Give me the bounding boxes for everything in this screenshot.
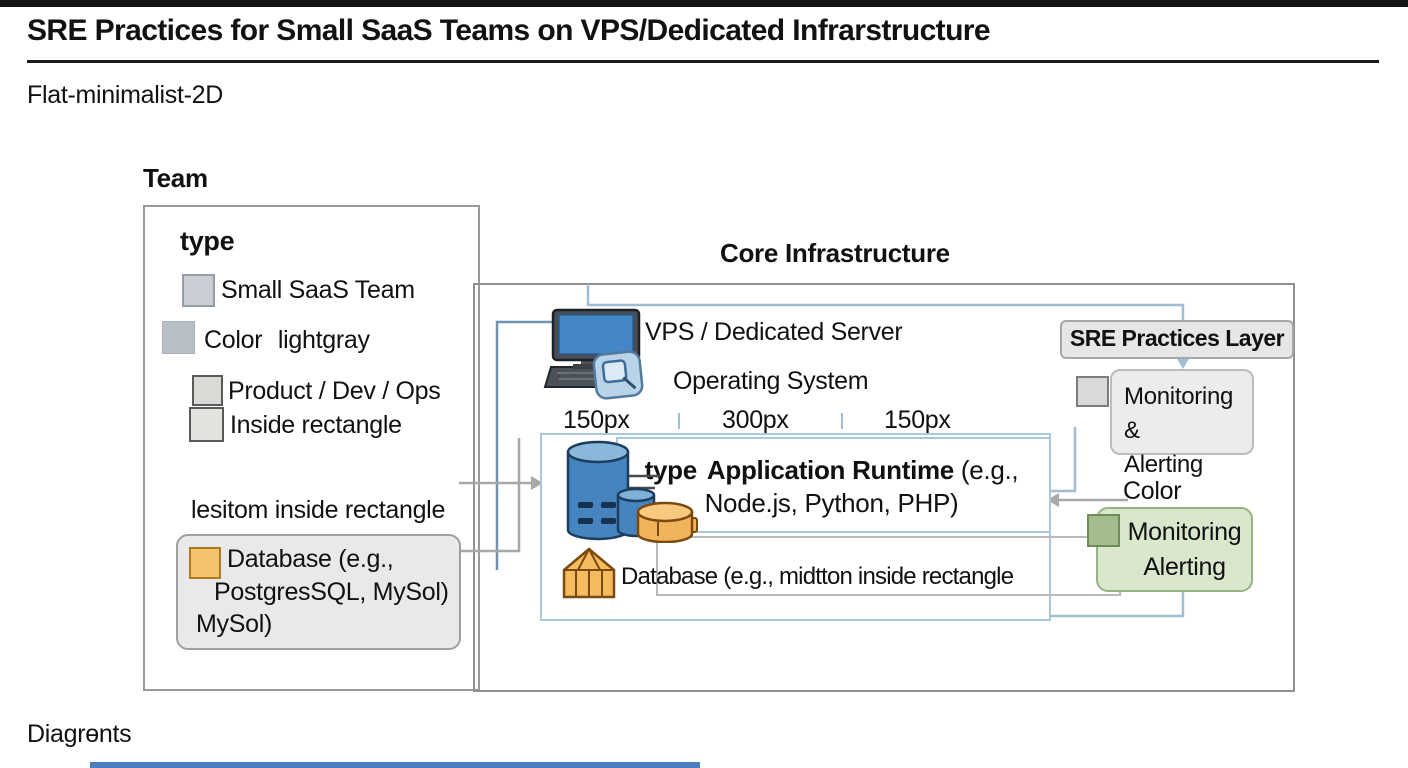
legend-label-inside-rectangle: Inside rectangle — [230, 411, 402, 439]
legend-swatch-small-saas-team — [182, 274, 215, 307]
runtime-name: Application Runtime — [706, 455, 954, 485]
vps-server-label: VPS / Dedicated Server — [645, 318, 903, 346]
storage-basket-icon — [562, 547, 616, 599]
title-divider — [27, 60, 1379, 63]
green-card-line2: Alerting — [1143, 553, 1226, 581]
monitor-screen — [558, 314, 634, 355]
runtime-example-prefix: (e.g., — [960, 455, 1019, 485]
database-swatch — [189, 547, 221, 579]
team-note: lesitom inside rectangle — [191, 496, 446, 524]
green-card-line1: Monitoring — [1127, 518, 1242, 546]
monitoring-alerting-swatch — [1076, 376, 1109, 407]
legend-title: type — [180, 226, 235, 256]
database-cylinders-icon — [566, 440, 698, 543]
brand-watermark: Diagrɵnts — [27, 720, 132, 748]
core-heading: Core Infrastructure — [720, 238, 950, 268]
database-card-line1: Database (e.g., — [227, 545, 394, 573]
server-computer-icon — [543, 308, 644, 400]
sre-practices-layer-box: SRE Practices Layer — [1060, 320, 1294, 359]
measure-label-left: 150px — [563, 406, 630, 434]
measure-label-middle: 300px — [722, 406, 789, 434]
monitoring-alerting-line2: Alerting — [1124, 451, 1203, 478]
legend-label-product-dev-ops: Product / Dev / Ops — [228, 377, 441, 405]
legend-label-color-lightgray: Color lightgray — [204, 326, 370, 354]
runtime-example-line: Node.js, Python, PHP) — [704, 488, 959, 518]
operating-system-label: Operating System — [673, 367, 869, 395]
legend-swatch-product-dev-ops — [192, 375, 223, 406]
legend-swatch-inside-rectangle — [189, 407, 224, 442]
green-monitoring-card: Monitoring Alerting — [1096, 507, 1253, 592]
team-heading: Team — [143, 163, 208, 193]
top-black-bar — [0, 0, 1408, 7]
runtime-type-label: type — [644, 455, 698, 485]
bottom-blue-bar — [90, 762, 700, 768]
measure-label-right: 150px — [884, 406, 951, 434]
database-card-line3: MySol) — [196, 610, 272, 638]
page-title: SRE Practices for Small SaaS Teams on VP… — [27, 14, 991, 47]
core-database-label: Database (e.g., midtton inside rectangle — [621, 563, 1014, 590]
color-label: Color — [1123, 477, 1182, 505]
runtime-title-line: type Application Runtime (e.g., — [616, 455, 1047, 486]
style-subtitle: Flat-minimalist-2D — [27, 81, 224, 109]
legend-label-small-saas-team: Small SaaS Team — [221, 276, 415, 304]
legend-swatch-color-lightgray — [162, 321, 195, 354]
monitoring-alerting-line1: Monitoring & — [1124, 383, 1234, 444]
magnifier-badge — [592, 350, 644, 400]
monitoring-alerting-card: Monitoring & Alerting — [1110, 369, 1254, 478]
database-card-line2: PostgresSQL, MySol) — [214, 578, 449, 606]
team-database-card — [176, 534, 461, 650]
green-card-swatch — [1087, 514, 1120, 547]
